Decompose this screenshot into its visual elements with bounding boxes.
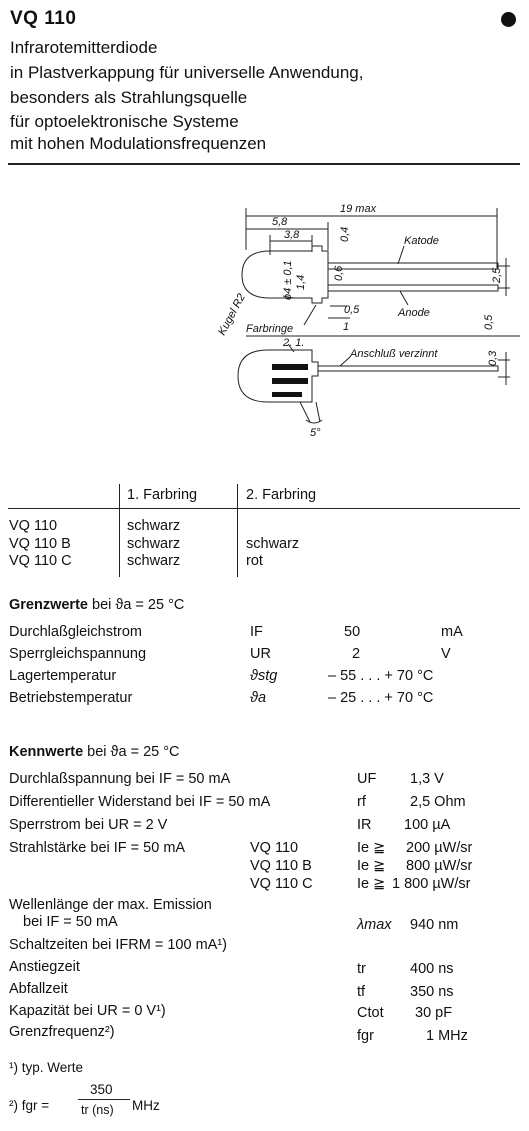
radiant-value: 200 µW/sr [406,840,473,856]
description-line-1: Infrarotemitterdiode [10,38,158,57]
char-value: 100 µA [404,817,451,833]
table-row-ring2: schwarz [246,536,300,552]
limit-value: 50 [344,624,361,640]
char-value: 1,3 V [410,771,444,787]
radiant-type: VQ 110 [250,840,299,856]
dim-38-text: 3,8 [284,229,300,241]
wavelength-symbol: λmax [357,917,392,933]
char-symbol: fgr [357,1028,374,1044]
table-rule [8,508,520,509]
char-name: Sperrstrom bei UR = 2 V [9,817,168,833]
table-row-ring1: schwarz [127,518,181,534]
radiant-symbol: Ie ≧ [357,858,386,874]
char-symbol: tr [357,961,366,977]
char-name: Kapazität bei UR = 0 V¹) [9,1003,166,1019]
fraction-bar [78,1099,130,1100]
char-symbol: Ctot [357,1005,384,1021]
limit-symbol: IF [250,624,263,640]
table-header-ring1: 1. Farbring [127,487,198,503]
char-value: 1 MHz [426,1028,468,1044]
footnote-unit: MHz [132,1098,160,1113]
wavelength-line1: Wellenlänge der max. Emission [9,897,212,913]
limit-unit: mA [441,624,463,640]
footnote-denominator: tr (ns) [81,1103,114,1117]
limit-name: Lagertemperatur [9,668,117,684]
table-header-ring2: 2. Farbring [246,487,317,503]
char-name: Differentieller Widerstand bei IF = 50 m… [9,794,271,810]
dim-14-text: 1,4 [295,275,307,290]
limit-value: 2 [352,646,361,662]
dim-05b-text: 0,5 [483,314,495,330]
label-farbringe: Farbringe [246,323,293,335]
table-row-type: VQ 110 C [9,553,72,569]
limit-unit: V [441,646,451,662]
limit-name: Durchlaßgleichstrom [9,624,142,640]
product-title: VQ 110 [10,8,77,29]
char-symbol: UF [357,771,377,787]
char-symbol: tf [357,984,366,1000]
label-ring-order: 2. 1. [282,337,304,349]
char-name: Anstiegzeit [9,959,80,975]
table-divider-2 [237,484,238,577]
radiant-type: VQ 110 B [250,858,312,874]
char-symbol: rf [357,794,366,810]
dim-03-text: 0,3 [487,350,499,366]
dim-diameter-text: ϕ4 ± 0,1 [282,260,294,300]
header-rule [8,163,520,165]
char-value: 400 ns [410,961,454,977]
dim-overall-text: 19 max [340,203,377,215]
char-value: 30 pF [415,1005,453,1021]
radiant-symbol: Ie ≧ [357,840,386,856]
dim-5deg-text: 5° [310,427,321,439]
limit-value: – 55 . . . + 70 °C [328,668,434,684]
description-line-5: mit hohen Modulationsfrequenzen [10,134,267,153]
limits-heading: Grenzwerte bei ϑa = 25 °C [9,597,185,613]
wavelength-value: 940 nm [410,917,459,933]
description-line-3: besonders als Strahlungsquelle [10,88,248,107]
limit-value: – 25 . . . + 70 °C [328,690,434,706]
label-anode: Anode [397,307,430,319]
label-kugel: Kugel R2 [216,292,248,338]
limit-symbol: ϑa [250,690,267,706]
table-row-type: VQ 110 B [9,536,71,552]
wavelength-line2: bei IF = 50 mA [23,914,118,930]
dim-04-text: 0,4 [339,227,351,242]
limit-name: Betriebstemperatur [9,690,133,706]
footnote-2-prefix: ²) fgr = [9,1098,50,1113]
table-row-ring1: schwarz [127,553,181,569]
dim-05a-text: 0,5 [344,304,360,316]
radiant-type: VQ 110 C [250,876,313,892]
characteristics-heading: Kennwerte bei ϑa = 25 °C [9,744,180,760]
label-katode: Katode [404,235,439,247]
description-line-2: in Plastverkappung für universelle Anwen… [10,63,364,82]
dim-1-text: 1 [343,321,349,333]
limit-name: Sperrgleichspannung [9,646,147,662]
table-divider-1 [119,484,120,577]
radiant-value: 1 800 µW/sr [392,876,471,892]
limit-symbol: ϑstg [250,668,278,684]
char-value: 350 ns [410,984,454,1000]
dimension-drawing: 19 max 5,8 3,8 0,4 ϕ4 ± 0,1 1,4 0,6 2,5 … [216,203,520,439]
dim-06-text: 0,6 [333,265,345,281]
table-row-ring2: rot [246,553,263,569]
char-value: 2,5 Ohm [410,794,466,810]
radiant-value: 800 µW/sr [406,858,473,874]
radiant-symbol: Ie ≧ [357,876,386,892]
limit-symbol: UR [250,646,271,662]
char-name: Abfallzeit [9,981,68,997]
char-name: Grenzfrequenz²) [9,1024,115,1040]
description-line-4: für optoelektronische Systeme [10,112,239,131]
char-name: Durchlaßspannung bei IF = 50 mA [9,771,231,787]
switching-heading: Schaltzeiten bei IFRM = 100 mA¹) [9,937,227,953]
table-row-ring1: schwarz [127,536,181,552]
label-anschluss: Anschluß verzinnt [349,348,438,360]
footnote-numerator: 350 [90,1082,113,1097]
radiant-name: Strahlstärke bei IF = 50 mA [9,840,186,856]
table-row-type: VQ 110 [9,518,58,534]
footnote-1: ¹) typ. Werte [9,1060,84,1075]
bullet-dot [501,12,516,27]
dim-58-text: 5,8 [272,216,288,228]
char-symbol: IR [357,817,372,833]
dim-25-text: 2,5 [491,267,503,284]
